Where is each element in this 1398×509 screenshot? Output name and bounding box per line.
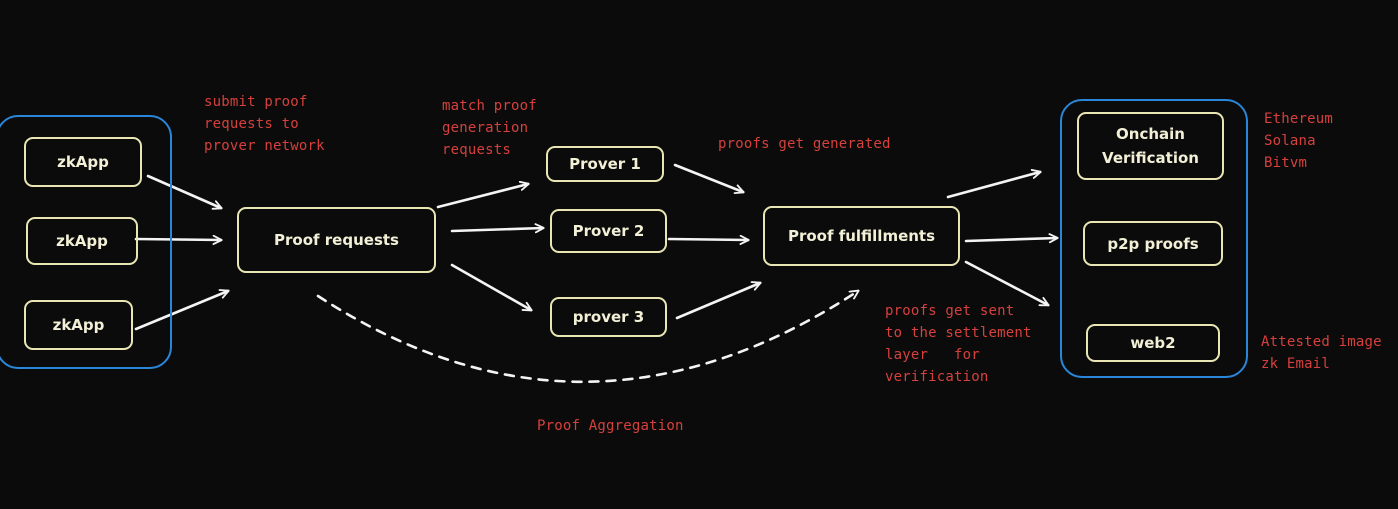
arrow-prover1-to-fulfillments: [673, 163, 743, 192]
arrow-requests-to-prover1: [436, 184, 528, 209]
match-annotation: match proof generation requests: [442, 98, 537, 158]
destinations-group: [1060, 99, 1248, 378]
prover-1-node: Prover 1: [546, 146, 664, 182]
arrow-fulfillments-to-onchain: [946, 172, 1040, 199]
web2-examples-annotation: Attested image zk Email: [1261, 334, 1382, 372]
arrow-fulfillments-to-web2: [964, 260, 1048, 305]
web2-node: web2: [1086, 324, 1220, 362]
arrow-zkapp1-to-requests: [146, 174, 221, 208]
arrow-zkapp2-to-requests: [134, 239, 221, 240]
zkapp-node-1: zkApp: [24, 137, 142, 187]
arrow-prover2-to-fulfillments: [667, 239, 748, 240]
p2p-proofs-node: p2p proofs: [1083, 221, 1223, 266]
chains-annotation: Ethereum Solana Bitvm: [1264, 111, 1334, 171]
generated-annotation: proofs get generated: [718, 136, 891, 152]
arrow-zkapp3-to-requests: [134, 291, 228, 331]
zkapp-node-3: zkApp: [24, 300, 133, 350]
submit-annotation: submit proof requests to prover network: [204, 94, 325, 154]
zkapp-node-2: zkApp: [26, 217, 138, 265]
arrow-proof-aggregation: [316, 291, 858, 384]
proof-requests-node: Proof requests: [237, 207, 436, 273]
arrow-fulfillments-to-p2p: [964, 238, 1057, 241]
arrow-requests-to-prover3: [450, 263, 531, 310]
prover-2-node: Prover 2: [550, 209, 667, 253]
proof-fulfillments-node: Proof fulfillments: [763, 206, 960, 266]
aggregation-annotation: Proof Aggregation: [537, 418, 684, 434]
settlement-annotation: proofs get sent to the settlement layer …: [885, 303, 1032, 385]
arrow-requests-to-prover2: [450, 228, 543, 231]
zkapps-group: [0, 115, 172, 369]
arrow-prover3-to-fulfillments: [675, 283, 760, 320]
prover-3-node: prover 3: [550, 297, 667, 337]
onchain-verification-node: Onchain Verification: [1077, 112, 1224, 180]
